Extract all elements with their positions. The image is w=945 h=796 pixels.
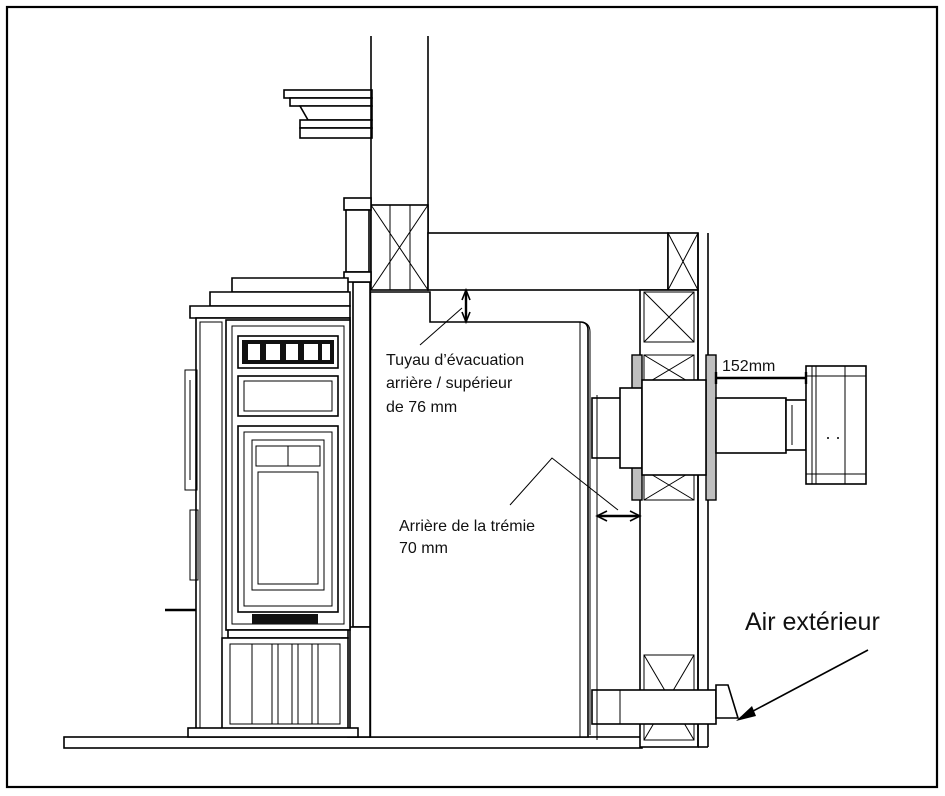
hopper-label-line2: 70 mm [399, 540, 448, 557]
flue-label-line3: de 76 mm [386, 399, 457, 416]
vent-pipe [591, 379, 807, 476]
header-beam [427, 232, 699, 291]
ceiling-molding [283, 89, 373, 139]
flue-label-line1: Tuyau d’évacuation [386, 352, 524, 369]
clearance-label: 152mm [722, 358, 775, 375]
flue-label-line2: arrière / supérieur [386, 375, 513, 392]
arrow-icon [736, 649, 869, 721]
outside-air-label: Air extérieur [745, 608, 880, 636]
stove-front [165, 277, 359, 738]
exterior-wall [639, 233, 709, 748]
outer-frame [5, 5, 939, 789]
clearance-dimension [714, 372, 808, 384]
floor [63, 736, 643, 749]
hopper-label-line1: Arrière de la trémie [399, 518, 535, 535]
hopper-dimension [509, 457, 642, 522]
vent-termination-cap [805, 365, 867, 485]
outside-air-pipe [591, 684, 740, 725]
flue-dimension [419, 287, 471, 346]
wall-studs-upper [370, 204, 429, 291]
flue-pipe [343, 197, 372, 738]
